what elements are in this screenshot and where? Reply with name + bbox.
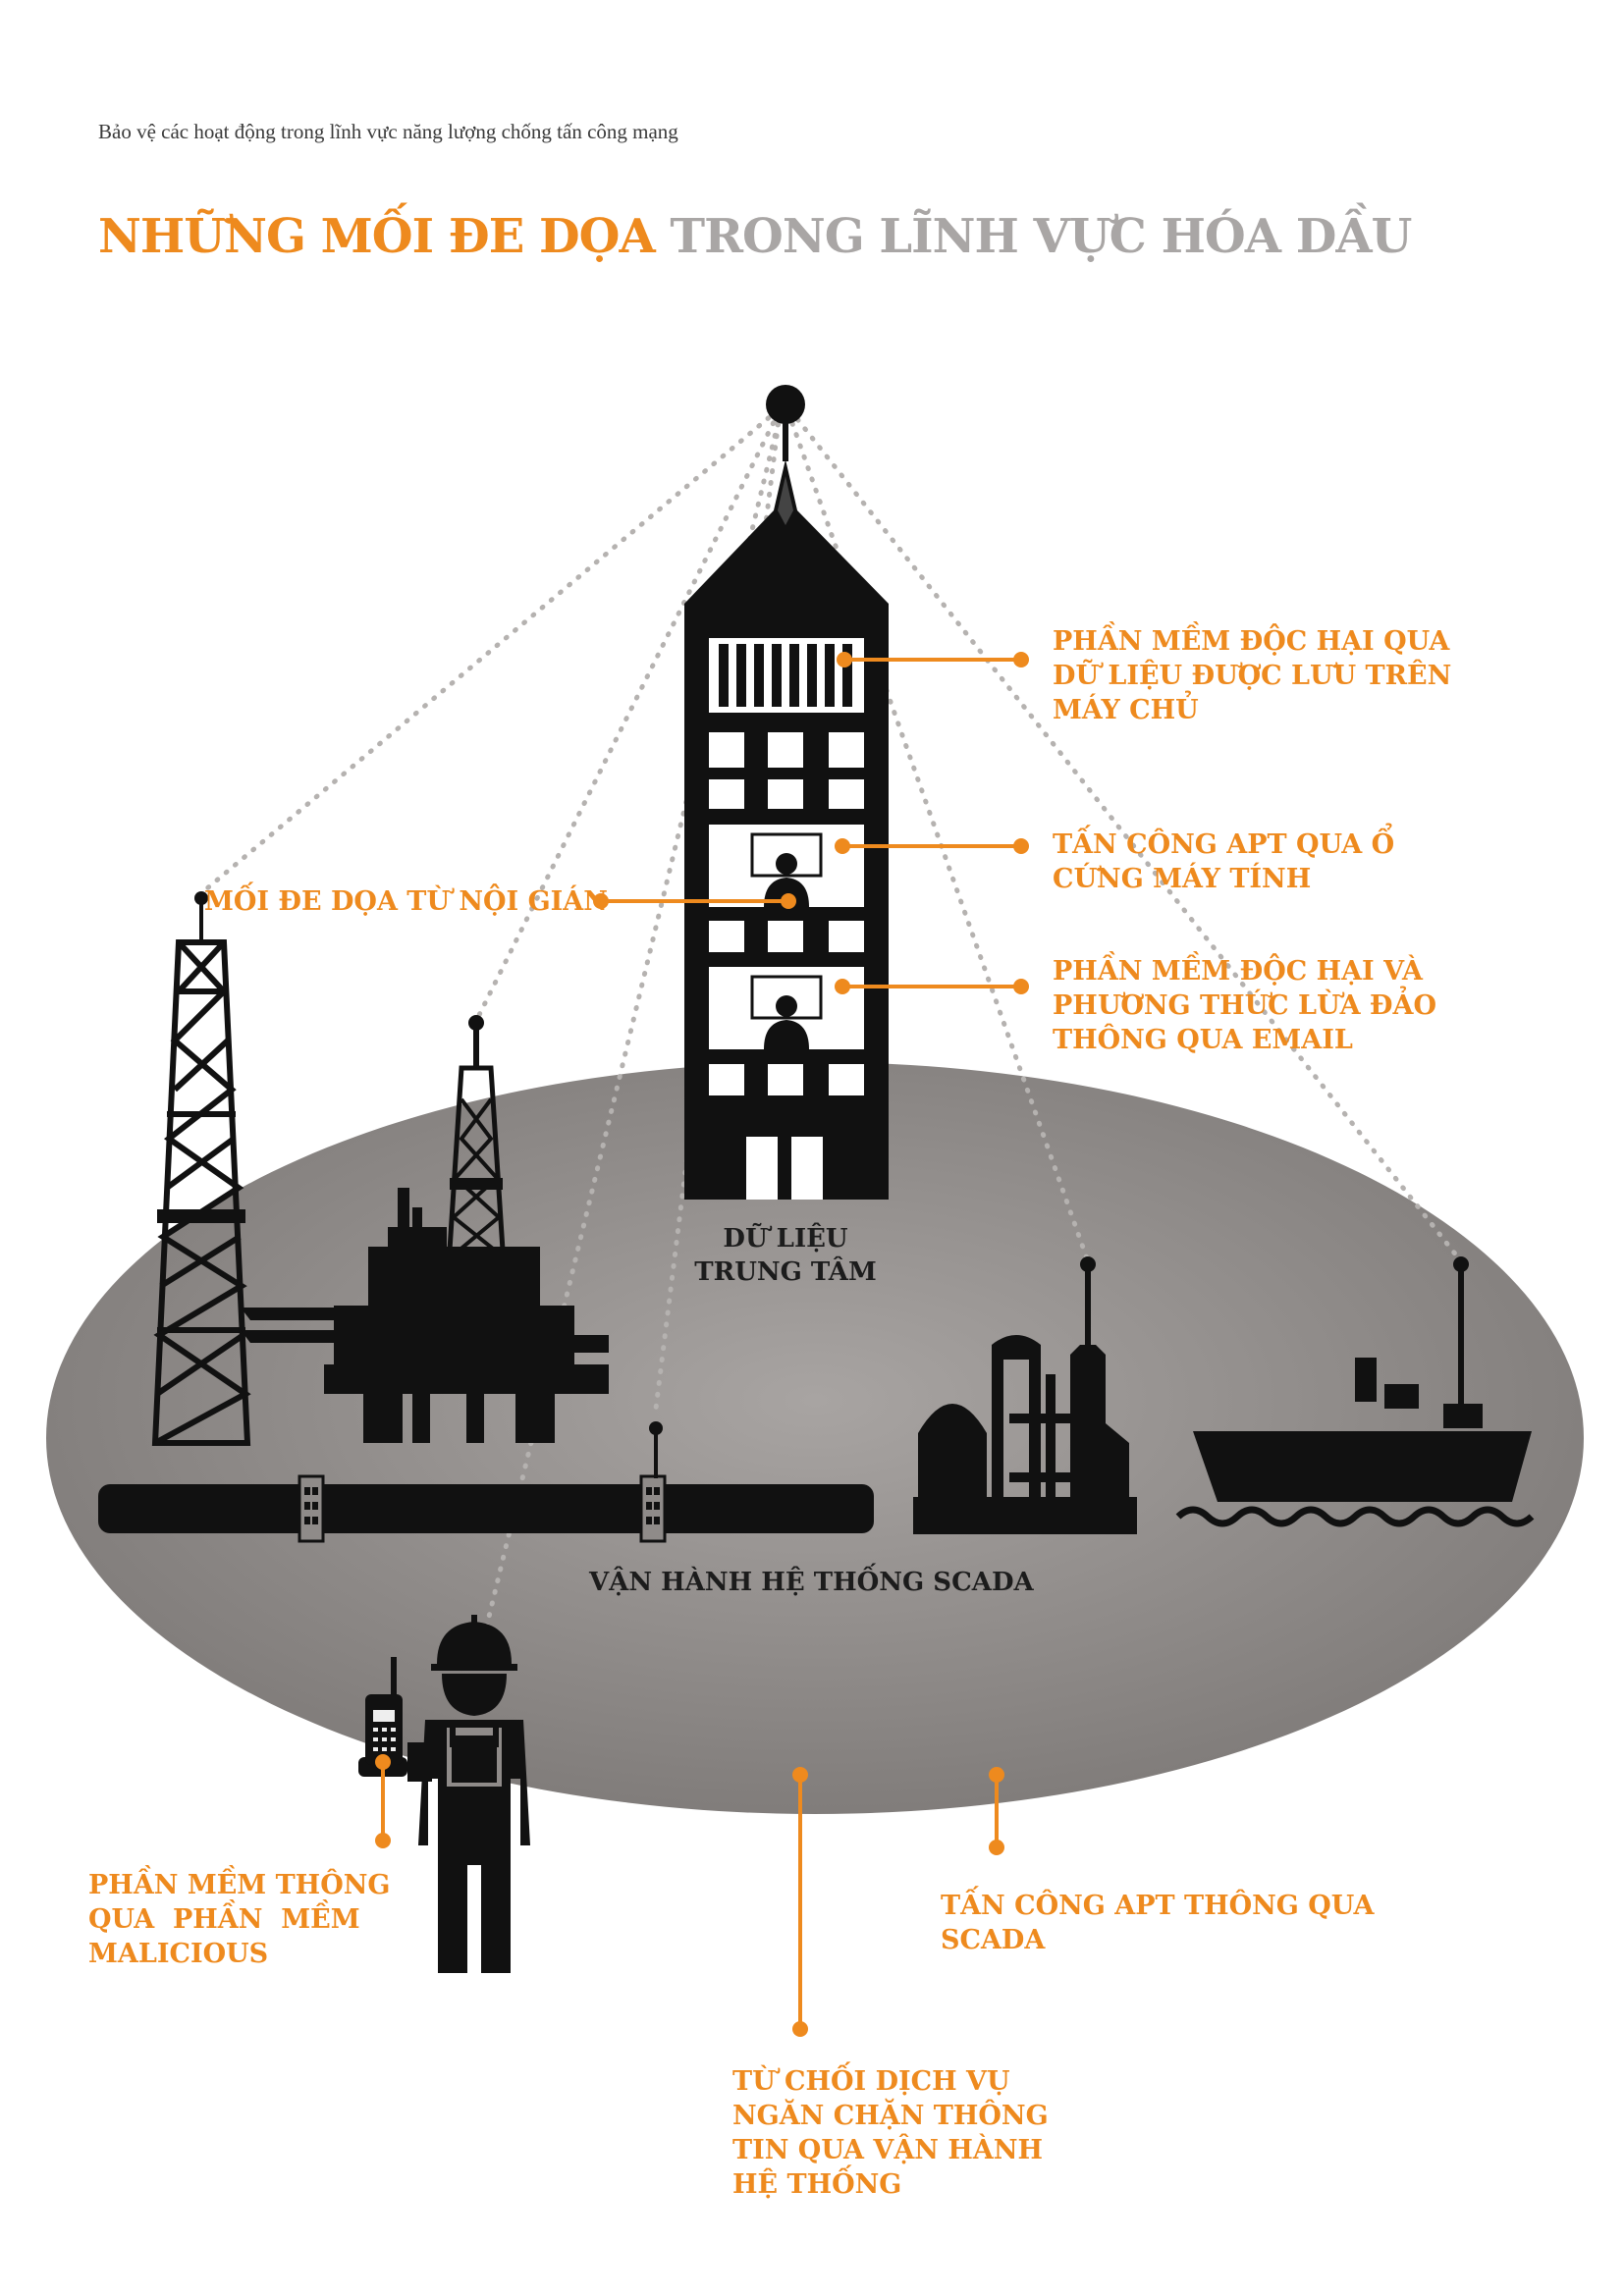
threat-server-malware: PHẦN MỀM ĐỘC HẠI QUA DỮ LIỆU ĐƯỢC LƯU TR… (1053, 624, 1451, 727)
threat-line: PHƯƠNG THỨC LỪA ĐẢO (1053, 990, 1436, 1021)
offshore-platform-icon (241, 1015, 609, 1443)
threat-apt-hdd: TẤN CÔNG APT QUA Ổ CỨNG MÁY TÍNH (1053, 828, 1394, 896)
data-center-label-line: DỮ LIỆU (723, 1224, 848, 1254)
threat-line: QUA PHẦN MỀM (88, 1904, 360, 1935)
page-title: NHỮNG MỐI ĐE DỌA TRONG LĨNH VỰC HÓA DẦU (98, 209, 1412, 264)
threat-line: TỪ CHỐI DỊCH VỤ (732, 2066, 1010, 2097)
threat-line: MÁY CHỦ (1053, 695, 1199, 725)
threat-email-phishing: PHẦN MỀM ĐỘC HẠI VÀ PHƯƠNG THỨC LỪA ĐẢO … (1053, 954, 1436, 1057)
oil-derrick-icon (151, 891, 251, 1446)
threat-dos: TỪ CHỐI DỊCH VỤ NGĂN CHẶN THÔNG TIN QUA … (732, 2064, 1049, 2202)
threat-line: SCADA (941, 1925, 1046, 1955)
threat-apt-scada: TẤN CÔNG APT THÔNG QUA SCADA (941, 1889, 1374, 1957)
threat-line: TIN QUA VẬN HÀNH (732, 2135, 1044, 2165)
threat-line: HỆ THỐNG (732, 2169, 902, 2200)
data-center-label: DỮ LIỆU TRUNG TÂM (687, 1222, 884, 1289)
office-tower-icon (684, 459, 889, 1200)
field-worker-icon (358, 1615, 530, 1973)
refinery-icon (913, 1256, 1137, 1534)
threat-insider: MỐI ĐE DỌA TỪ NỘI GIÁN (204, 886, 608, 917)
computer-worker-icon (750, 975, 823, 1049)
threat-line: DỮ LIỆU ĐƯỢC LƯU TRÊN (1053, 661, 1452, 691)
server-rack-icon (719, 644, 852, 707)
tanker-ship-icon (1175, 1256, 1535, 1527)
threat-software-malicious: PHẦN MỀM THÔNG QUA PHẦN MỀM MALICIOUS (88, 1868, 390, 1971)
data-center-label-line: TRUNG TÂM (694, 1257, 877, 1287)
title-rest: TRONG LĨNH VỰC HÓA DẦU (654, 209, 1412, 264)
threat-line: PHẦN MỀM ĐỘC HẠI QUA (1053, 626, 1450, 657)
scada-label: VẬN HÀNH HỆ THỐNG SCADA (589, 1568, 1034, 1597)
threat-line: PHẦN MỀM THÔNG (88, 1870, 391, 1900)
callout-lines (375, 652, 1029, 2037)
threat-line: MALICIOUS (88, 1939, 269, 1969)
threat-line: TẤN CÔNG APT THÔNG QUA (941, 1891, 1375, 1921)
antenna-icon (766, 385, 805, 461)
title-highlight: NHỮNG MỐI ĐE DỌA (98, 209, 656, 264)
radio-icon (365, 1657, 403, 1765)
page-subtitle: Bảo vệ các hoạt động trong lĩnh vực năng… (98, 120, 678, 143)
threat-line: NGĂN CHẶN THÔNG (732, 2101, 1049, 2131)
pipeline-icon (98, 1421, 874, 1543)
threat-line: PHẦN MỀM ĐỘC HẠI VÀ (1053, 956, 1423, 987)
threat-line: CỨNG MÁY TÍNH (1053, 864, 1312, 894)
threat-line: THÔNG QUA EMAIL (1053, 1025, 1353, 1055)
threat-line: TẤN CÔNG APT QUA Ổ (1053, 829, 1395, 860)
